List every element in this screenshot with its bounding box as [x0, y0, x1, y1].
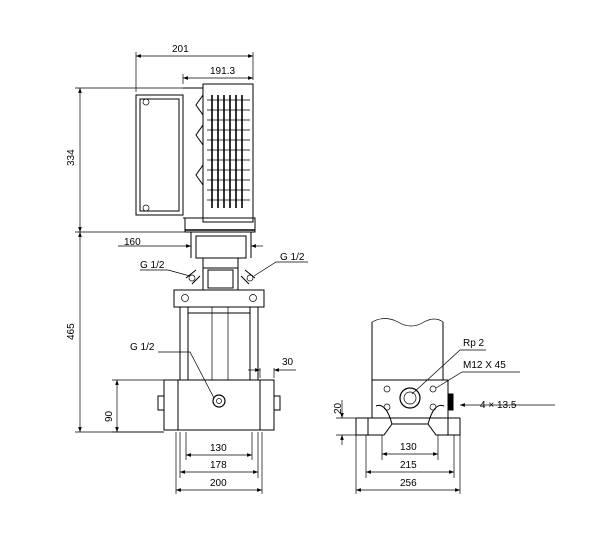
- dim-215-label: 215: [400, 460, 417, 471]
- dim-30-label: 30: [282, 357, 294, 368]
- motor-assembly: [135, 83, 256, 233]
- vent-right-label: G 1/2: [280, 252, 305, 263]
- dim-160-label: 160: [124, 237, 141, 248]
- dim-178-label: 178: [210, 460, 227, 471]
- dim-191-label: 191.3: [210, 66, 235, 77]
- dim-201-label: 201: [172, 44, 189, 55]
- side-view-pump: [355, 318, 461, 436]
- pump-chamber-stack: [157, 307, 281, 431]
- dim-465-label: 465: [66, 323, 77, 340]
- vent-left-label: G 1/2: [140, 260, 165, 271]
- coupling-area: [173, 232, 265, 308]
- holes-label: 4 × 13.5: [480, 400, 517, 411]
- dim-256-label: 256: [400, 478, 417, 489]
- m12-label: M12 X 45: [463, 360, 506, 371]
- drain-label: G 1/2: [130, 342, 155, 353]
- dim-200-label: 200: [210, 478, 227, 489]
- rp2-label: Rp 2: [463, 338, 485, 349]
- dim-20-label: 20: [333, 402, 344, 414]
- side-dimensions: Rp 2 M12 X 45 4 × 13.5 20 130 215 256: [333, 338, 555, 494]
- dim-130-side-label: 130: [400, 442, 417, 453]
- dim-130-front-label: 130: [210, 443, 227, 454]
- motor-fins: [207, 95, 250, 208]
- front-dimensions: 201 191.3 334 160 G 1/2 G 1/2 465 G 1/2 …: [66, 44, 308, 494]
- dim-90-label: 90: [104, 410, 115, 422]
- dim-334-label: 334: [66, 149, 77, 166]
